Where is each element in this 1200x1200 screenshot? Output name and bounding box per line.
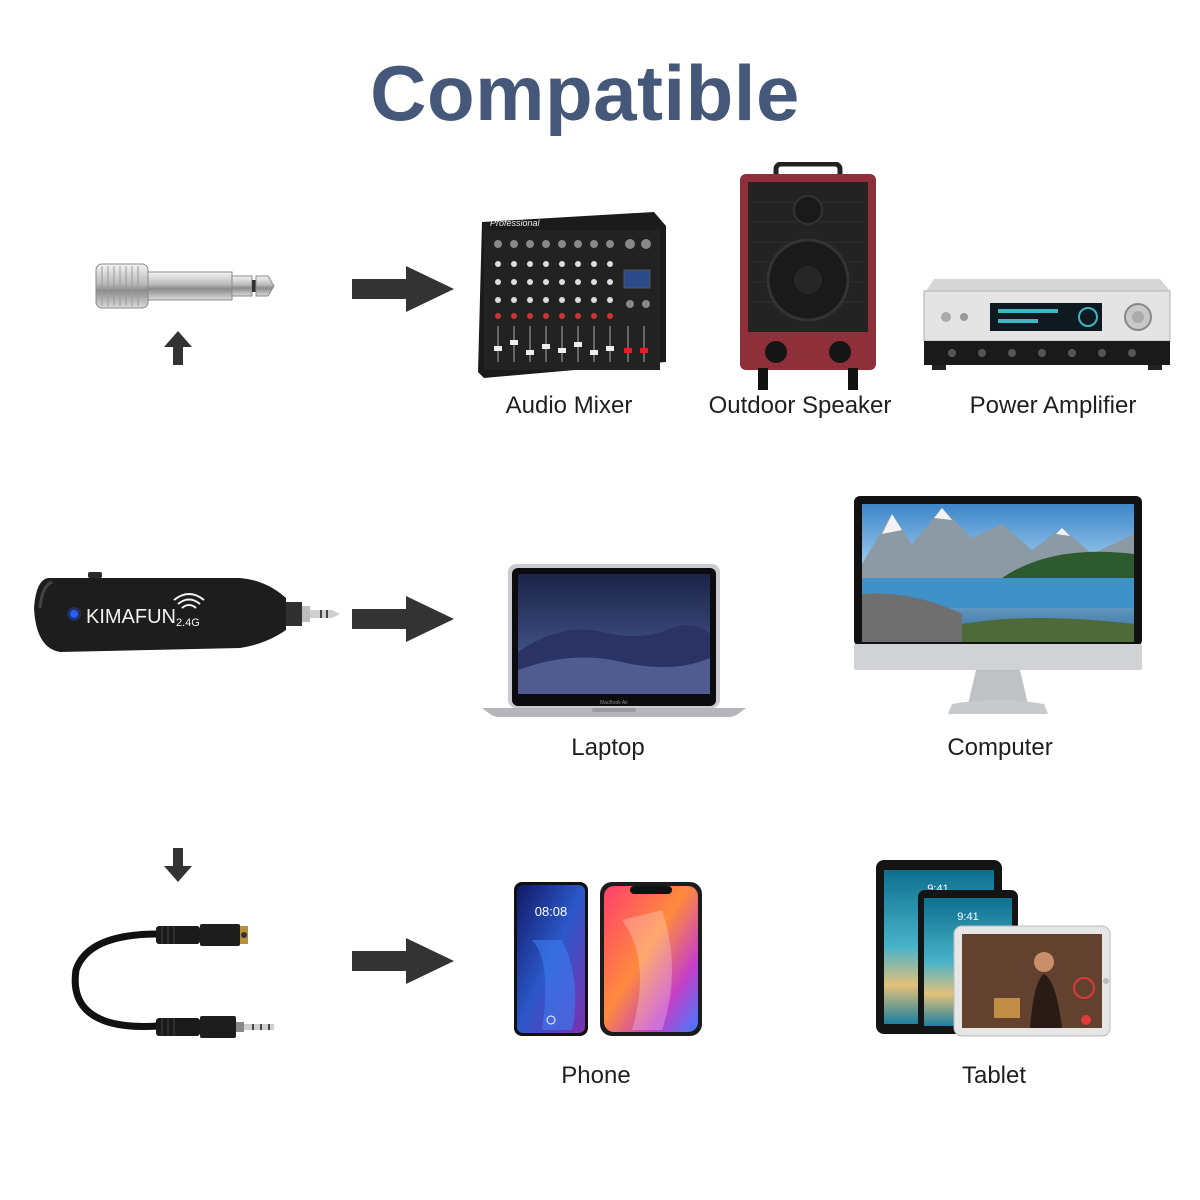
right-arrow-icon (352, 266, 454, 312)
device-label-audio-mixer: Audio Mixer (505, 392, 633, 419)
device-label-tablet: Tablet (961, 1062, 1027, 1089)
device-label-phone: Phone (561, 1062, 631, 1089)
device-label-outdoor-speaker: Outdoor Speaker (708, 392, 892, 419)
audio-mixer-icon: Professional (478, 212, 668, 378)
phone-icon: 08:08 (512, 880, 706, 1040)
down-arrow-icon (164, 848, 192, 882)
jack-adapter-icon (92, 258, 277, 314)
device-label-power-amplifier: Power Amplifier (969, 392, 1137, 419)
right-arrow-icon (352, 596, 454, 642)
receiver-band: 2.4G (176, 617, 200, 629)
mixer-brand: Professional (490, 218, 541, 228)
laptop-model: MacBook Air (600, 700, 628, 706)
receiver-brand: KIMAFUN (86, 606, 176, 628)
right-arrow-icon (352, 938, 454, 984)
tablet-icon: 9:41 9:41 (874, 858, 1114, 1038)
power-amplifier-icon (922, 279, 1172, 371)
outdoor-speaker-icon (738, 162, 878, 392)
up-arrow-icon (164, 331, 192, 365)
device-label-laptop: Laptop (571, 734, 645, 761)
computer-monitor-icon (852, 494, 1144, 720)
tablet-time-2: 9:41 (957, 911, 978, 923)
laptop-icon: MacBook Air (482, 562, 746, 718)
phone-time: 08:08 (535, 904, 568, 919)
adapter-cable-icon (68, 914, 282, 1042)
device-label-computer: Computer (947, 734, 1053, 761)
page-title: Compatible (370, 49, 800, 137)
wireless-receiver-icon: KIMAFUN 2.4G (30, 568, 342, 662)
